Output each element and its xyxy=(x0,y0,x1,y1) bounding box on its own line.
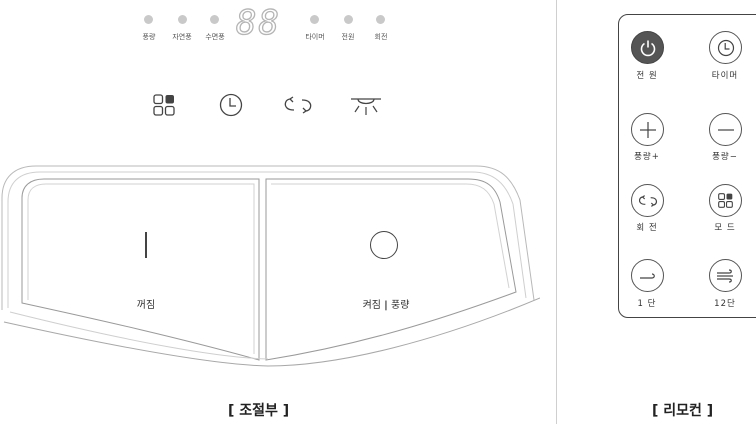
wind-low-icon xyxy=(639,272,655,279)
led-timer xyxy=(310,15,319,24)
mode-icon xyxy=(718,193,733,208)
on-label: 켜짐 xyxy=(362,300,381,311)
wind-speed-label: 풍량 xyxy=(391,300,410,311)
timer-icon xyxy=(717,39,734,56)
remote-wind-level-1-label: 1 단 xyxy=(637,299,657,309)
remote-wind-up-button[interactable] xyxy=(631,113,664,146)
led-label-wind-speed: 풍량 xyxy=(142,33,156,41)
led-natural-wind xyxy=(178,15,187,24)
remote-wind-level-12-button[interactable] xyxy=(709,259,742,292)
led-rotation xyxy=(376,15,385,24)
on-wind-speed-button[interactable]: 켜짐 | 풍량 xyxy=(300,200,470,311)
led-wind-speed xyxy=(144,15,153,24)
remote-rotation-button[interactable] xyxy=(631,184,664,217)
led-label-rotation: 회전 xyxy=(374,33,388,41)
remote-wind-down-label: 풍량− xyxy=(712,152,738,162)
remote-wind-level-12-label: 12단 xyxy=(714,299,736,309)
remote-caption: [ 리모컨 ] xyxy=(652,403,714,419)
remote-rotation-label: 회 전 xyxy=(636,223,658,233)
label-separator: | xyxy=(384,300,388,311)
on-wind-speed-label: 켜짐 | 풍량 xyxy=(363,296,410,311)
remote-timer-button[interactable] xyxy=(709,31,742,64)
remote-mode-button[interactable] xyxy=(709,184,742,217)
seven-segment-display: 88 xyxy=(235,3,281,43)
remote-wind-down-button[interactable] xyxy=(709,113,742,146)
rotation-icon xyxy=(638,194,657,207)
led-label-timer: 타이머 xyxy=(305,33,325,41)
remote-mode-label: 모 드 xyxy=(714,223,736,233)
power-icon xyxy=(640,40,655,56)
led-label-natural-wind: 자연풍 xyxy=(172,33,192,41)
led-label-sleep-wind: 수면풍 xyxy=(205,33,225,41)
remote-wind-up-label: 풍량+ xyxy=(634,152,660,162)
control-panel-caption: [ 조절부 ] xyxy=(228,403,290,419)
wind-high-icon xyxy=(716,268,733,283)
rotation-icon[interactable] xyxy=(283,96,313,114)
timer-icon[interactable] xyxy=(219,93,243,117)
sleep-light-icon[interactable] xyxy=(349,95,383,117)
remote-wind-level-1-button[interactable] xyxy=(631,259,664,292)
off-symbol-icon xyxy=(145,232,147,258)
plus-icon xyxy=(639,121,656,138)
led-power xyxy=(344,15,353,24)
remote-timer-label: 타이머 xyxy=(711,71,739,81)
remote-power-label: 전 원 xyxy=(636,71,658,81)
off-button[interactable]: 꺼짐 xyxy=(60,200,230,311)
minus-icon xyxy=(717,128,734,131)
led-label-power: 전원 xyxy=(341,33,355,41)
off-button-label: 꺼짐 xyxy=(136,300,156,311)
button-panel-outline xyxy=(1,165,540,367)
remote-power-button[interactable] xyxy=(631,31,664,64)
mode-icon[interactable] xyxy=(153,94,175,116)
led-sleep-wind xyxy=(210,15,219,24)
on-symbol-icon xyxy=(370,231,398,259)
section-divider xyxy=(556,0,557,424)
